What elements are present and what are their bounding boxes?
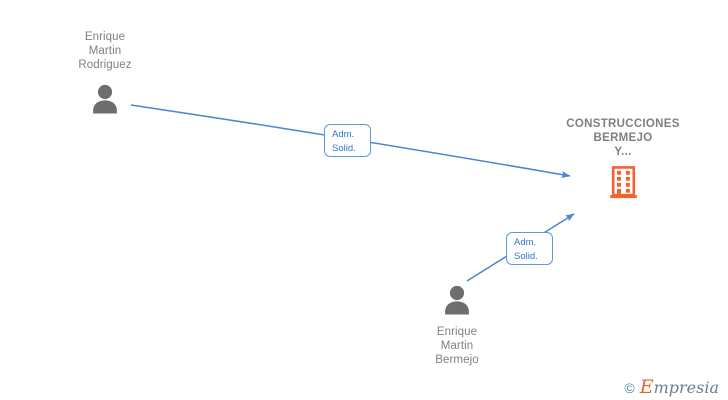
brand-wordmark: Empresia xyxy=(639,376,719,398)
watermark-empresia: © Empresia xyxy=(624,376,719,398)
node-person-enrique-martin-rodriguez[interactable]: Enrique Martin Rodriguez xyxy=(30,30,180,114)
edge-label-bermejo-to-company[interactable]: Adm. Solid. xyxy=(506,232,553,265)
brand-initial: E xyxy=(639,376,654,398)
edge-label-rodriguez-to-company[interactable]: Adm. Solid. xyxy=(324,124,371,157)
person-icon xyxy=(91,83,119,114)
node-label-company: CONSTRUCCIONES BERMEJO Y... xyxy=(566,118,680,158)
node-person-enrique-martin-bermejo[interactable]: Enrique Martin Bermejo xyxy=(382,284,532,367)
copyright-icon: © xyxy=(624,379,635,396)
node-company-construcciones-bermejo[interactable]: CONSTRUCCIONES BERMEJO Y... xyxy=(548,117,698,199)
brand-rest: mpresia xyxy=(653,378,719,397)
node-label-person-rodriguez: Enrique Martin Rodriguez xyxy=(78,31,132,71)
node-label-person-bermejo: Enrique Martin Bermejo xyxy=(435,326,479,366)
building-icon xyxy=(609,166,638,199)
person-icon xyxy=(443,284,471,315)
